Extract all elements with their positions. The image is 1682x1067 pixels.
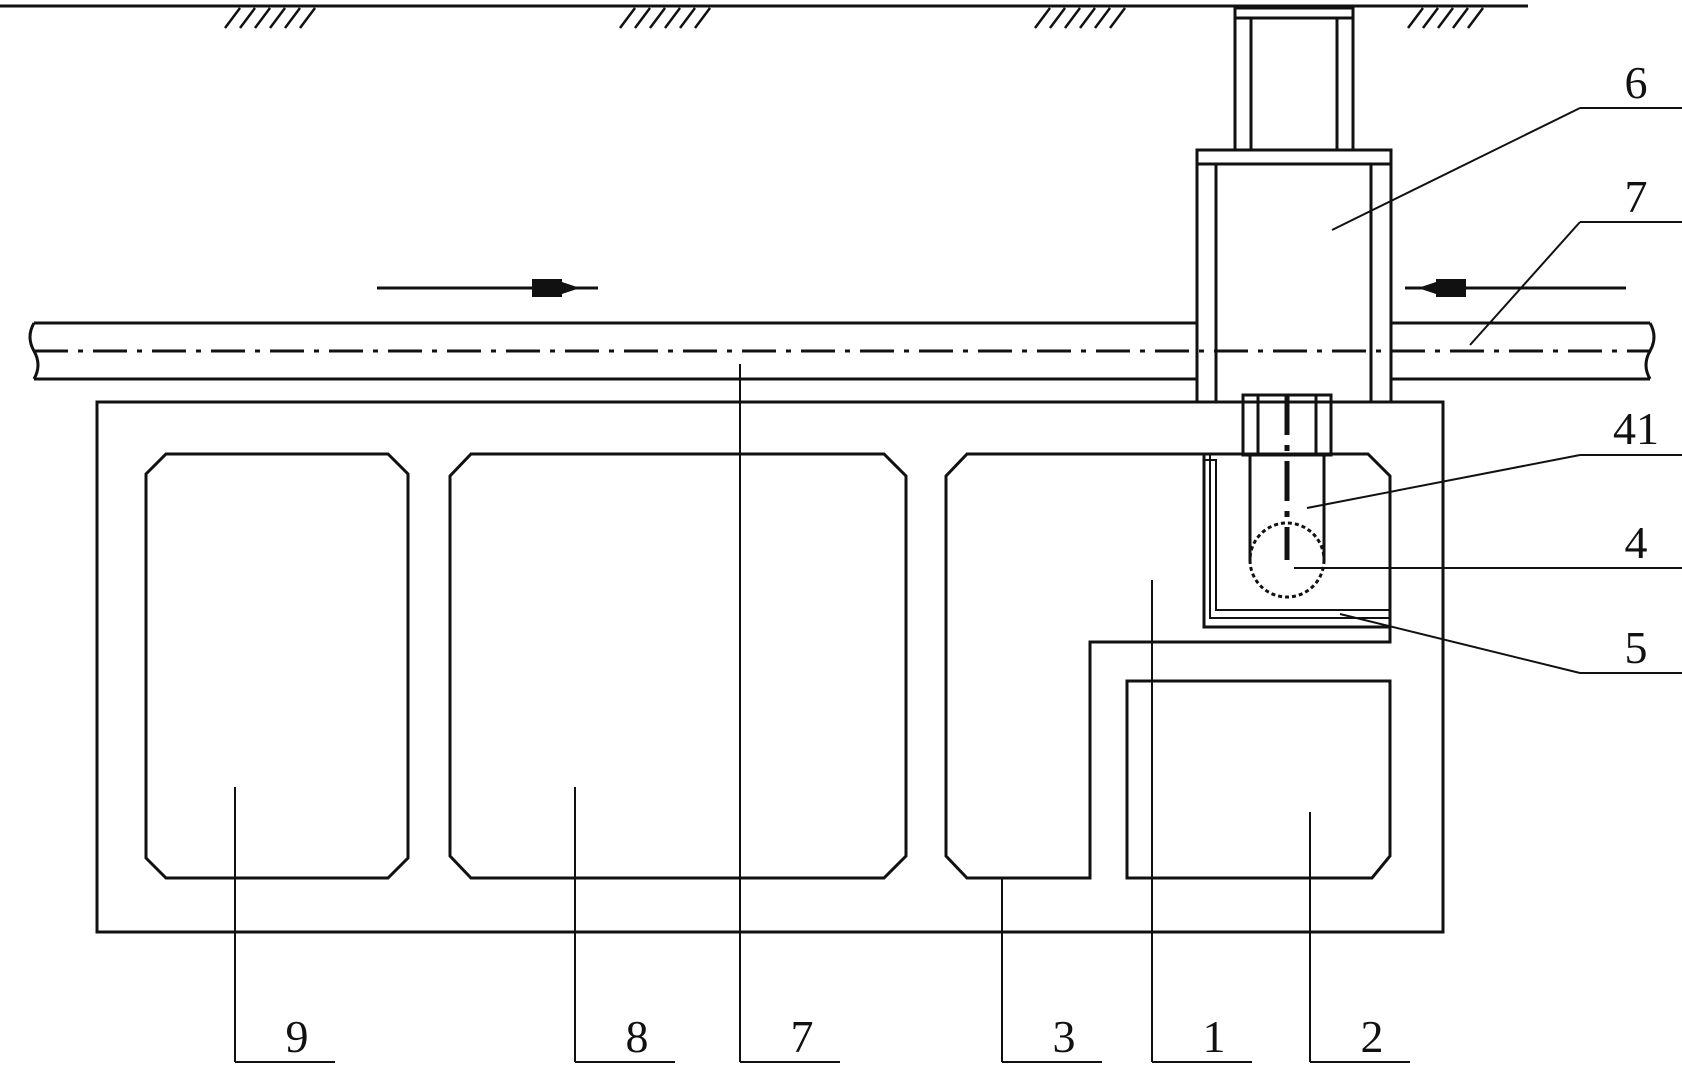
- label-5: 5: [1625, 622, 1648, 673]
- box-structure: [95, 400, 1445, 934]
- valve-assembly: [1241, 393, 1333, 599]
- label-3: 3: [1053, 1011, 1076, 1062]
- label-41: 41: [1613, 403, 1659, 454]
- flow-arrow-left: [377, 279, 598, 297]
- label-4: 4: [1625, 517, 1648, 568]
- valve-well: [1204, 454, 1390, 619]
- label-8: 8: [626, 1011, 649, 1062]
- chamber-1: [944, 452, 1392, 880]
- label-6: 6: [1625, 57, 1648, 108]
- chamber-1-corner: [1204, 452, 1392, 627]
- pipeline: [28, 321, 1656, 381]
- label-9: 9: [286, 1011, 309, 1062]
- access-shaft: [1195, 6, 1393, 402]
- label-7-top: 7: [1625, 171, 1648, 222]
- ground-hatch: [224, 7, 1484, 29]
- chamber-9: [144, 452, 410, 880]
- label-7-bottom: 7: [791, 1011, 814, 1062]
- label-2: 2: [1361, 1011, 1384, 1062]
- chamber-2: [1125, 679, 1392, 880]
- label-1: 1: [1203, 1011, 1226, 1062]
- valve-disc: [1248, 521, 1326, 599]
- leader-lines: [234, 107, 1682, 1063]
- flow-arrow-right: [1405, 279, 1626, 297]
- chamber-8: [448, 452, 908, 880]
